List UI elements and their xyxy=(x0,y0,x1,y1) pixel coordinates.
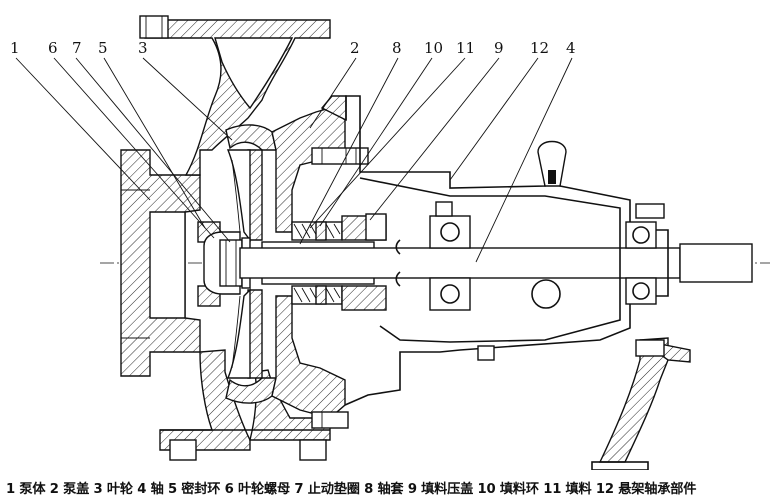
callout-packing-gland: 9 xyxy=(494,39,504,57)
callout-seal-ring: 5 xyxy=(98,39,108,57)
callout-shaft: 4 xyxy=(566,39,576,57)
callout-impeller-nut: 6 xyxy=(48,39,58,57)
packing-gland xyxy=(341,213,387,311)
flange-bolt-bottom xyxy=(169,439,327,461)
leader-lines xyxy=(15,57,573,263)
bracket-bolt-right xyxy=(635,203,665,357)
impeller-nut xyxy=(203,231,243,295)
cover-bolt-lower xyxy=(311,411,349,429)
oil-slinger xyxy=(395,239,401,287)
callout-lantern-ring: 10 xyxy=(424,39,444,57)
pump-cross-section-drawing xyxy=(15,15,770,470)
oil-sight-hole xyxy=(531,279,561,309)
lantern-ring xyxy=(315,221,327,305)
bearing-outer xyxy=(625,221,657,305)
parts-legend: 1 泵体 2 泵盖 3 叶轮 4 轴 5 密封环 6 叶轮螺母 7 止动垫圈 8… xyxy=(6,482,697,497)
callout-impeller: 3 xyxy=(138,39,148,57)
impeller xyxy=(225,124,277,404)
shaft xyxy=(239,243,753,283)
bracket-bolt-left xyxy=(435,201,495,361)
callout-shaft-sleeve: 8 xyxy=(392,39,402,57)
callout-pump-body: 1 xyxy=(10,39,20,57)
bearing-inner xyxy=(429,215,471,311)
callout-packing: 11 xyxy=(456,39,476,57)
callout-lock-washer: 7 xyxy=(72,39,82,57)
callout-bearing-bracket: 12 xyxy=(530,39,550,57)
flange-bolt-top xyxy=(139,15,169,39)
callout-pump-cover: 2 xyxy=(350,39,360,57)
